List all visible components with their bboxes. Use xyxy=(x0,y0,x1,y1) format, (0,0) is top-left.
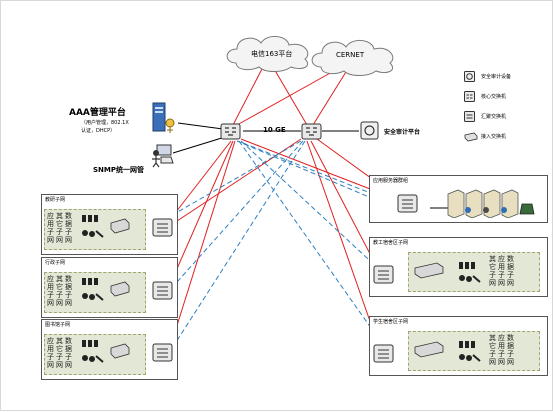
aaa-server-icon xyxy=(152,102,175,133)
teaching-subnet-area: 应用子网 其它子网 数据子网 xyxy=(44,209,146,250)
teaching-aggregation-switch-icon xyxy=(152,218,173,237)
admin-subnet-area: 应用子网 其它子网 数据子网 xyxy=(44,272,146,313)
telecom-cloud-label: 电信163平台 xyxy=(251,50,293,58)
cernet-cloud-label: CERNET xyxy=(336,51,365,59)
trunk-lc-admin xyxy=(168,140,234,288)
server-group-title: 应用服务器群组 xyxy=(373,178,409,184)
student-dorm-subnet-box: 学生宿舍区子网 其它子网 应用子网 数据子网 xyxy=(369,316,548,376)
trunk-lc-teaching xyxy=(168,140,232,222)
faculty-devices-icon xyxy=(414,262,481,283)
server-aggregation-switch-icon xyxy=(397,194,418,213)
telecom-cloud-icon xyxy=(226,36,309,72)
faculty-dorm-area: 其它子网 应用子网 数据子网 xyxy=(408,252,540,292)
aaa-link xyxy=(177,122,224,130)
student-col3: 数据子网 xyxy=(507,334,514,366)
legend-aggregation-switch-icon xyxy=(464,111,475,122)
admin-col3: 数据子网 xyxy=(65,275,72,307)
library-col2: 其它子网 xyxy=(56,337,63,369)
admin-devices-icon xyxy=(82,278,130,301)
core-switch-right-icon xyxy=(301,123,322,140)
backup-lc-student xyxy=(238,140,384,346)
faculty-col1: 其它子网 xyxy=(489,255,496,287)
backup-rc-admin xyxy=(168,140,304,292)
cloud-link-left-core xyxy=(232,66,264,126)
admin-subnet-box: 行政子网 应用子网 其它子网 数据子网 xyxy=(41,257,178,318)
core-link-label: 10 GE xyxy=(263,126,286,134)
aaa-platform-desc-1: （用户管理，802.1X xyxy=(81,120,129,126)
legend-audit-device-icon xyxy=(464,71,475,82)
library-devices-icon xyxy=(82,340,130,363)
student-dorm-title: 学生宿舍区子网 xyxy=(373,319,409,325)
teaching-subnet-title: 教研子网 xyxy=(45,197,66,203)
library-subnet-area: 应用子网 其它子网 数据子网 xyxy=(44,334,146,375)
student-col1: 其它子网 xyxy=(489,334,496,366)
student-dorm-area: 其它子网 应用子网 数据子网 xyxy=(408,331,540,371)
faculty-col3: 数据子网 xyxy=(507,255,514,287)
legend-core-switch-icon xyxy=(464,91,475,102)
audit-device-icon xyxy=(360,121,379,140)
backup-rc-library xyxy=(168,140,306,354)
student-aggregation-switch-icon xyxy=(373,344,394,363)
admin-col2: 其它子网 xyxy=(56,275,63,307)
backup-rc-teaching-a xyxy=(168,140,302,218)
legend-label-core: 核心交换机 xyxy=(481,94,507,100)
student-col2: 应用子网 xyxy=(498,334,505,366)
trunk-lc-library xyxy=(168,140,236,352)
admin-aggregation-switch-icon xyxy=(152,281,173,300)
server-rack-icon xyxy=(430,189,535,218)
faculty-col2: 应用子网 xyxy=(498,255,505,287)
snmp-manager-icon xyxy=(152,144,174,168)
admin-col1: 应用子网 xyxy=(47,275,54,307)
snmp-title: SNMP统一网管 xyxy=(93,166,144,174)
student-devices-icon xyxy=(414,341,481,362)
library-subnet-box: 图书馆子网 应用子网 其它子网 数据子网 xyxy=(41,319,178,380)
library-col3: 数据子网 xyxy=(65,337,72,369)
library-col1: 应用子网 xyxy=(47,337,54,369)
legend-label-access: 接入交换机 xyxy=(481,134,507,140)
cloud-link-right-cross xyxy=(236,66,342,126)
server-group-box: 应用服务器群组 xyxy=(369,175,548,223)
backup-lc-faculty xyxy=(240,140,382,272)
teaching-col1: 应用子网 xyxy=(47,212,54,244)
legend: 安全审计设备 核心交换机 汇聚交换机 接入交换机 xyxy=(464,69,549,149)
backup-lc-admin xyxy=(236,140,370,198)
teaching-subnet-box: 教研子网 应用子网 其它子网 数据子网 xyxy=(41,194,178,255)
trunk-rc-teaching xyxy=(170,138,302,226)
legend-label-aggregation: 汇聚交换机 xyxy=(481,114,507,120)
faculty-dorm-subnet-box: 教工宿舍区子网 其它子网 应用子网 数据子网 xyxy=(369,237,548,297)
trunk-rc-faculty xyxy=(310,140,380,272)
aaa-platform-title: AAA管理平台 xyxy=(69,108,126,118)
legend-label-audit: 安全审计设备 xyxy=(481,74,512,80)
faculty-aggregation-switch-icon xyxy=(373,265,394,284)
admin-subnet-title: 行政子网 xyxy=(45,260,66,266)
legend-access-switch-icon xyxy=(464,132,478,142)
core-switch-left-icon xyxy=(220,123,241,140)
cernet-cloud-icon xyxy=(311,40,394,76)
library-subnet-title: 图书馆子网 xyxy=(45,322,71,328)
cloud-link-right-core xyxy=(312,66,350,126)
aaa-platform-desc-2: 认证，DHCP） xyxy=(81,128,116,134)
backup-lc-server xyxy=(242,142,402,206)
audit-platform-title: 安全审计平台 xyxy=(384,129,421,136)
library-aggregation-switch-icon xyxy=(152,343,173,362)
faculty-dorm-title: 教工宿舍区子网 xyxy=(373,240,409,246)
teaching-devices-icon xyxy=(82,215,130,238)
teaching-col3: 数据子网 xyxy=(65,212,72,244)
snmp-link xyxy=(172,136,226,154)
teaching-col2: 其它子网 xyxy=(56,212,63,244)
